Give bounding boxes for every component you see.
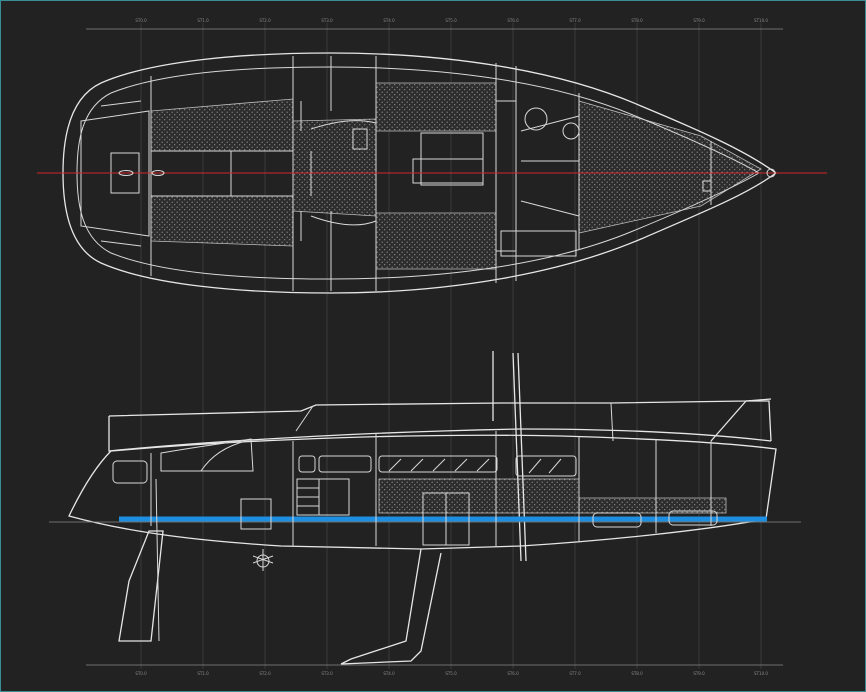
plan-hatch-forepeak [578, 100, 762, 234]
profile-keel [340, 548, 442, 665]
top-station-label-5: ST5.0 [445, 18, 457, 23]
bottom-station-label-1: ST1.0 [197, 671, 209, 676]
top-station-label-2: ST2.0 [259, 18, 271, 23]
bottom-station-label-6: ST6.0 [507, 671, 519, 676]
profile-bow-pulpit [710, 400, 772, 442]
profile-stove [318, 478, 350, 516]
top-station-label-0: ST0.0 [135, 18, 147, 23]
plan-inner-sheer [76, 66, 761, 280]
bottom-station-label-7: ST7.0 [569, 671, 581, 676]
top-station-label-8: ST8.0 [631, 18, 643, 23]
top-station-label-7: ST7.0 [569, 18, 581, 23]
profile-portlights [112, 455, 718, 528]
bottom-station-label-8: ST8.0 [631, 671, 643, 676]
plan-cockpit-well [80, 110, 150, 237]
top-station-label-6: ST6.0 [507, 18, 519, 23]
plan-hatch-saloon-stbd [375, 212, 497, 270]
plan-view [37, 52, 827, 294]
plan-hatch-saloon-port [375, 82, 497, 132]
top-station-label-10: ST10.0 [754, 18, 768, 23]
plan-mast-step [562, 122, 580, 140]
plan-hull-outline [62, 52, 778, 294]
bottom-station-label-10: ST10.0 [754, 671, 768, 676]
plan-hatch-aft-port [150, 98, 294, 152]
plan-aft-cabin-berth [150, 150, 294, 197]
bottom-station-label-9: ST9.0 [693, 671, 705, 676]
top-station-label-3: ST3.0 [321, 18, 333, 23]
profile-cockpit [160, 438, 254, 472]
bottom-station-label-0: ST0.0 [135, 671, 147, 676]
top-station-label-4: ST4.0 [383, 18, 395, 23]
plan-galley-sink [352, 128, 368, 150]
profile-view [49, 351, 801, 665]
plan-hatch-aft-stbd [150, 195, 294, 247]
profile-rudder [118, 530, 164, 642]
profile-sheer-line [108, 416, 772, 452]
profile-hatch-saloon [378, 478, 580, 514]
profile-engine [240, 498, 272, 530]
plan-hatch-mid [292, 118, 377, 217]
bottom-station-label-2: ST2.0 [259, 671, 271, 676]
profile-propeller [252, 549, 274, 571]
profile-coachroof [108, 398, 772, 417]
top-station-label-9: ST9.0 [693, 18, 705, 23]
profile-hull-outline [68, 434, 777, 550]
bottom-station-label-4: ST4.0 [383, 671, 395, 676]
plan-bow-fitting [766, 168, 776, 178]
plan-head-toilet [524, 107, 548, 131]
bottom-station-labels: ST0.0 ST1.0 ST2.0 ST3.0 ST4.0 ST5.0 ST6.0 ST7.0… [135, 671, 768, 676]
top-station-label-1: ST1.0 [197, 18, 209, 23]
bottom-station-label-3: ST3.0 [321, 671, 333, 676]
bottom-station-label-5: ST5.0 [445, 671, 457, 676]
profile-bulkheads [150, 431, 712, 546]
top-station-labels: ST0.0 ST1.0 ST2.0 ST3.0 ST4.0 ST5.0 ST6.0 ST7.0… [135, 18, 768, 23]
